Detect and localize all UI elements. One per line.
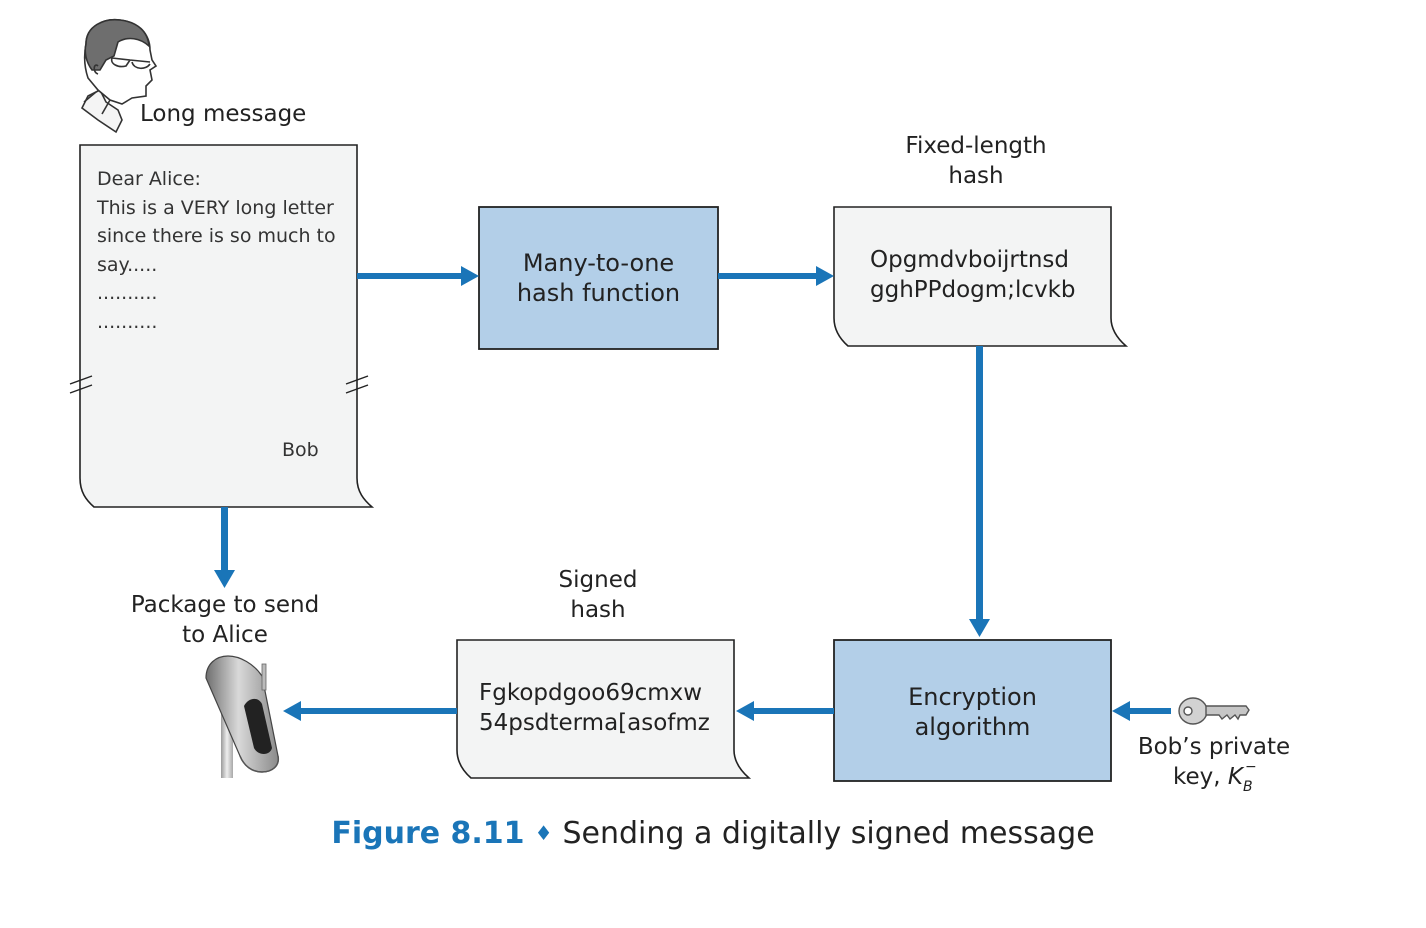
key-icon (1178, 697, 1250, 725)
arrow-letter-to-package (214, 507, 235, 588)
signed-value-line2: 54psdterma[asofmz (479, 710, 710, 736)
figure-number: Figure 8.11 (331, 816, 525, 851)
private-key-label-line1: Bob’s private (1137, 734, 1291, 760)
fixed-length-hash-label: Fixed-length hash (868, 131, 1084, 191)
private-key-subscript: B (1242, 779, 1253, 795)
fixed-length-hash-label-line1: Fixed-length (905, 133, 1047, 159)
arrow-letter-to-hash-function (357, 266, 479, 286)
letter-body: Dear Alice: This is a VERY long letter s… (97, 165, 347, 336)
letter-line: since there is so much to (97, 225, 336, 247)
arrow-key-to-encryption (1112, 701, 1171, 721)
arrow-signed-hash-to-package (283, 701, 457, 721)
hash-value-text: Opgmdvboijrtnsd gghPPdogm;lcvkb (870, 245, 1110, 305)
signed-value-line1: Fgkopdgoo69cmxw (479, 680, 703, 706)
letter-signature: Bob (282, 439, 319, 461)
signed-hash-label: Signed hash (518, 565, 678, 625)
mailbox-icon (205, 655, 280, 778)
package-label-line2: to Alice (182, 622, 268, 648)
letter-line: .......... (97, 282, 158, 304)
signed-hash-label-line1: Signed (558, 567, 638, 593)
encryption-text-line2: algorithm (914, 713, 1031, 741)
private-key-superscript: − (1244, 759, 1257, 775)
signed-hash-document (456, 639, 752, 779)
arrow-hash-function-to-hash (718, 266, 834, 286)
private-key-symbol: K (1227, 764, 1243, 790)
letter-line: .......... (97, 310, 158, 333)
hash-function-text: Many-to-one hash function (479, 248, 718, 308)
hash-function-box (478, 206, 719, 350)
signed-hash-value-text: Fgkopdgoo69cmxw 54psdterma[asofmz (479, 678, 729, 738)
letter-line: This is a VERY long letter (97, 196, 334, 219)
arrow-encryption-to-signed-hash (736, 701, 834, 721)
person-head-icon (80, 18, 158, 134)
private-key-prefix: key, (1173, 764, 1228, 790)
arrow-hash-to-encryption (969, 346, 990, 637)
fixed-length-hash-document (833, 206, 1129, 347)
encryption-algorithm-box (833, 639, 1112, 782)
fixed-length-hash-label-line2: hash (948, 163, 1004, 189)
figure-caption: Figure 8.11 ♦ Sending a digitally signed m… (0, 812, 1426, 858)
long-message-label: Long message (140, 101, 307, 127)
caption-separator: ♦ (534, 821, 553, 845)
long-message-document (79, 144, 375, 508)
letter-line: Dear Alice: (97, 168, 201, 190)
hash-function-text-line2: hash function (516, 279, 681, 307)
hash-value-line2: gghPPdogm;lcvkb (870, 277, 1076, 303)
signed-hash-label-line2: hash (570, 597, 626, 623)
letter-break-marks (69, 375, 369, 394)
encryption-algorithm-text: Encryption algorithm (834, 682, 1111, 742)
figure-title: Sending a digitally signed message (562, 816, 1095, 851)
hash-value-line1: Opgmdvboijrtnsd (870, 247, 1070, 273)
encryption-text-line1: Encryption (908, 683, 1037, 711)
package-label: Package to send to Alice (110, 590, 340, 650)
letter-line: say..... (97, 253, 158, 276)
hash-function-text-line1: Many-to-one (522, 249, 675, 277)
package-label-line1: Package to send (130, 592, 320, 618)
